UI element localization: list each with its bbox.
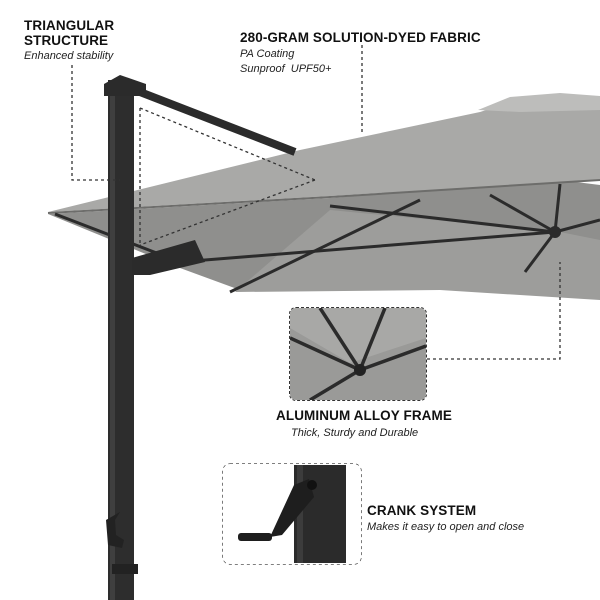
crank-detail-image (238, 465, 346, 563)
crank-title: CRANK SYSTEM (367, 503, 477, 518)
frame-detail-inset (289, 307, 427, 401)
support-arm (138, 88, 297, 156)
crank-detail-inset (223, 464, 361, 564)
triangular-structure-title: TRIANGULAR STRUCTURE (24, 18, 114, 48)
crank-subtitle: Makes it easy to open and close (367, 521, 525, 533)
pole-crank (106, 512, 124, 548)
triangular-title-line2: STRUCTURE (24, 33, 109, 48)
canopy-top (48, 96, 600, 212)
fabric-line1: PA Coating (240, 48, 295, 60)
fabric-line2: Sunproof UPF50+ (240, 63, 332, 75)
canopy-ribs (54, 183, 600, 294)
frame-title: ALUMINUM ALLOY FRAME (276, 408, 452, 423)
fabric-title: 280-GRAM SOLUTION-DYED FABRIC (240, 30, 481, 45)
triangular-structure-subtitle: Enhanced stability (24, 50, 114, 62)
arm-bracket (132, 240, 205, 275)
canopy-vent (478, 93, 600, 112)
canopy-lower-panel (235, 210, 600, 300)
triangular-title-line1: TRIANGULAR (24, 18, 115, 33)
frame-subtitle: Thick, Sturdy and Durable (291, 427, 419, 439)
frame-detail-image (290, 308, 426, 400)
callout-lines (71, 45, 561, 360)
triangle-structure-outline (139, 107, 316, 246)
